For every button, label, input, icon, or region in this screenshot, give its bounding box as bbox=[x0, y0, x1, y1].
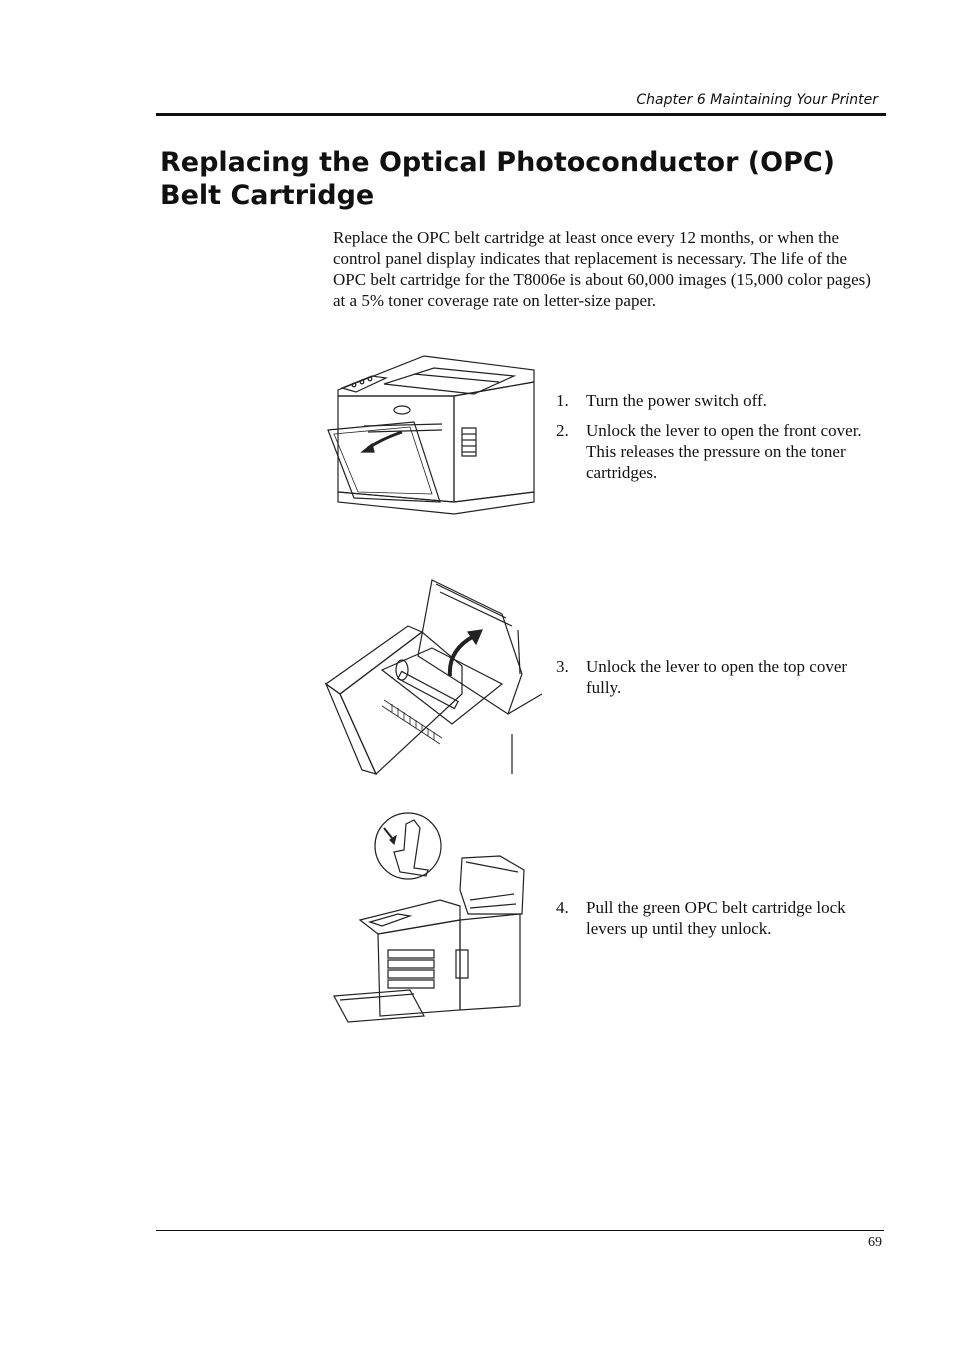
title-line-2: Belt Cartridge bbox=[160, 180, 375, 211]
title-line-1: Replacing the Optical Photoconductor (OP… bbox=[160, 147, 836, 178]
step-text: Unlock the lever to open the front cover… bbox=[586, 421, 862, 482]
page-title: Replacing the Optical Photoconductor (OP… bbox=[160, 146, 860, 212]
step-number: 2. bbox=[556, 421, 569, 440]
printer-lock-levers-illustration bbox=[330, 810, 544, 1024]
printer-front-cover-open-illustration bbox=[324, 352, 540, 522]
step-number: 4. bbox=[556, 898, 569, 917]
step-text: Unlock the lever to open the top cover f… bbox=[586, 657, 848, 697]
step-3: 3. Unlock the lever to open the top cove… bbox=[556, 656, 882, 698]
running-head: Chapter 6 Maintaining Your Printer bbox=[636, 92, 878, 108]
header-rule bbox=[156, 113, 886, 116]
step-number: 3. bbox=[556, 657, 569, 676]
steps-list-1: 1. Turn the power switch off. 2. Unlock … bbox=[556, 390, 882, 492]
step-2: 2. Unlock the lever to open the front co… bbox=[556, 420, 882, 483]
steps-list-2: 3. Unlock the lever to open the top cove… bbox=[556, 656, 882, 707]
intro-paragraph: Replace the OPC belt cartridge at least … bbox=[333, 228, 871, 310]
page-number: 69 bbox=[868, 1235, 882, 1250]
steps-list-3: 4. Pull the green OPC belt cartridge loc… bbox=[556, 897, 882, 948]
step-1: 1. Turn the power switch off. bbox=[556, 390, 882, 411]
step-number: 1. bbox=[556, 391, 569, 410]
step-text: Turn the power switch off. bbox=[586, 391, 767, 410]
printer-top-cover-open-illustration bbox=[322, 574, 544, 776]
step-text: Pull the green OPC belt cartridge lock l… bbox=[586, 898, 846, 938]
step-4: 4. Pull the green OPC belt cartridge loc… bbox=[556, 897, 882, 939]
footer-rule bbox=[156, 1230, 884, 1231]
